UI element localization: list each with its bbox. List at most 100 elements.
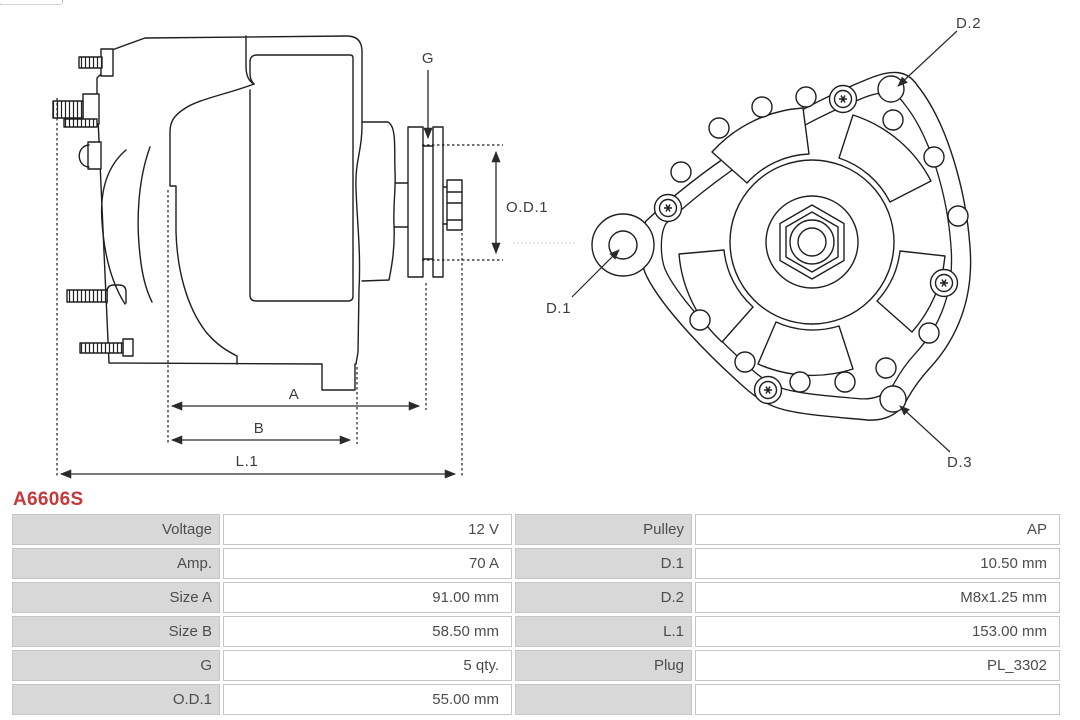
dimension-label-l1: L.1 <box>236 453 259 470</box>
spec-label-cell: G <box>12 650 220 681</box>
spec-value-cell: 153.00 mm <box>695 616 1060 647</box>
torx-bolt <box>828 84 858 114</box>
spec-value-cell <box>695 684 1060 715</box>
vent-hole <box>947 205 969 227</box>
callout-label-d1: D.1 <box>546 300 571 317</box>
pulley-rear-flange <box>407 126 424 278</box>
spec-value-cell: 91.00 mm <box>223 582 512 613</box>
spec-value-cell: 12 V <box>223 514 512 545</box>
vent-slot <box>757 321 854 377</box>
spec-label-cell: O.D.1 <box>12 684 220 715</box>
torx-star <box>940 279 948 287</box>
spec-value-cell: 70 A <box>223 548 512 579</box>
pulley-front-flange <box>432 126 444 278</box>
front-bracket-profile <box>169 83 255 365</box>
mount-hole-d1 <box>608 230 638 260</box>
side-view-drawing <box>52 35 463 391</box>
vent-slot <box>711 107 810 184</box>
vent-hole <box>708 117 730 139</box>
spec-value-cell: 55.00 mm <box>223 684 512 715</box>
stud-bracket-e <box>122 338 134 357</box>
spec-value-cell: 5 qty. <box>223 650 512 681</box>
torx-bolt <box>653 193 683 223</box>
spec-row: Size B 58.50 mm L.1 153.00 mm <box>12 616 1060 647</box>
threaded-stud-d <box>66 289 108 303</box>
spec-label-cell: Size B <box>12 616 220 647</box>
vent-slot <box>876 250 946 333</box>
stud-bracket-top <box>100 48 114 77</box>
callout-label-d3: D.3 <box>947 454 972 471</box>
torx-star <box>664 204 672 212</box>
housing-inner-rim <box>660 92 953 400</box>
spec-table: Voltage 12 V Pulley AP Amp. 70 A D.1 10.… <box>9 511 1063 718</box>
vent-hole <box>689 309 711 331</box>
d1-leader <box>571 249 620 298</box>
threaded-stud-e <box>79 342 124 354</box>
vent-hole <box>923 146 945 168</box>
vent-hole <box>789 371 811 393</box>
spec-label-cell: Amp. <box>12 548 220 579</box>
torx-star <box>839 95 847 103</box>
spec-value-cell: PL_3302 <box>695 650 1060 681</box>
shaft-bore-circle <box>797 227 827 257</box>
dimension-label-b: B <box>254 420 265 437</box>
vent-hole <box>918 322 940 344</box>
spec-value-cell: AP <box>695 514 1060 545</box>
spec-label-cell: Plug <box>515 650 692 681</box>
threaded-stud-top <box>78 56 103 69</box>
spec-label-cell: D.1 <box>515 548 692 579</box>
spec-label-cell: Pulley <box>515 514 692 545</box>
mount-hole-d2 <box>877 75 905 103</box>
spec-label-cell: D.2 <box>515 582 692 613</box>
spec-label-cell: Voltage <box>12 514 220 545</box>
vent-hole <box>734 351 756 373</box>
rear-cover-curve <box>100 149 127 305</box>
vent-hole <box>795 86 817 108</box>
d3-leader <box>899 405 951 453</box>
vent-hole <box>882 109 904 131</box>
spec-value-cell: 10.50 mm <box>695 548 1060 579</box>
spec-row: G 5 qty. Plug PL_3302 <box>12 650 1060 681</box>
callout-label-d2: D.2 <box>956 15 981 32</box>
technical-diagram: G O.D.1 A B L.1 <box>52 15 981 479</box>
spec-value-cell: M8x1.25 mm <box>695 582 1060 613</box>
spec-row: O.D.1 55.00 mm <box>12 684 1060 715</box>
spec-row: Amp. 70 A D.1 10.50 mm <box>12 548 1060 579</box>
alternator-body-outline <box>96 35 363 391</box>
dimension-label-a: A <box>289 386 300 403</box>
threaded-stud-b <box>52 100 84 119</box>
spec-row: Voltage 12 V Pulley AP <box>12 514 1060 545</box>
torx-star <box>764 386 772 394</box>
vent-hole <box>875 357 897 379</box>
terminal-bracket <box>87 141 102 170</box>
dimension-label-od1: O.D.1 <box>506 199 548 216</box>
vent-hole <box>834 371 856 393</box>
dimension-annotations <box>59 70 501 479</box>
spec-label-cell <box>515 684 692 715</box>
vent-hole <box>670 161 692 183</box>
vent-slot <box>838 114 932 203</box>
torx-bolt <box>929 268 959 298</box>
spec-label-cell: Size A <box>12 582 220 613</box>
callout-leaders <box>571 30 958 453</box>
spec-label-cell: L.1 <box>515 616 692 647</box>
cropped-box-corner <box>0 0 63 5</box>
front-bracket-window <box>249 54 354 302</box>
spec-row: Size A 91.00 mm D.2 M8x1.25 mm <box>12 582 1060 613</box>
dimension-label-g: G <box>422 50 434 67</box>
part-code: A6606S <box>13 489 84 510</box>
vent-holes <box>670 86 969 393</box>
through-bolts <box>653 84 959 405</box>
terminal-dome <box>78 144 90 168</box>
rear-boss-curve <box>137 146 153 303</box>
vent-hole <box>751 96 773 118</box>
vent-slot <box>678 249 754 343</box>
d2-leader <box>897 30 958 87</box>
dimension-guides <box>56 98 503 477</box>
torx-bolt <box>753 375 783 405</box>
threaded-stud-c <box>63 118 98 128</box>
spec-value-cell: 58.50 mm <box>223 616 512 647</box>
shaft-nut <box>446 179 463 231</box>
fan-spacer <box>361 121 396 282</box>
